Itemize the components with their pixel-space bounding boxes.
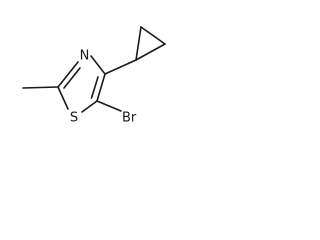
atom-bromine-label: Br: [122, 111, 137, 126]
bond-c4-c5-double: [90, 76, 99, 99]
atom-sulfur-label: S: [70, 111, 78, 126]
cyclopropyl-bond-1: [135, 26, 142, 61]
bond-c2-n3: [57, 61, 79, 88]
bond-c4-c5: [96, 73, 106, 102]
chemical-structure: N S Br: [22, 26, 166, 126]
bond-c5-s1: [81, 100, 98, 113]
bond-c2-n3-double: [63, 67, 81, 89]
bond-c4-cyclopropyl: [104, 59, 137, 75]
cyclopropyl-bond-3: [135, 43, 166, 61]
atom-nitrogen-label: N: [80, 49, 90, 64]
cyclopropyl-bond-2: [140, 26, 166, 45]
bond-c5-br: [96, 100, 122, 112]
bond-s1-c2: [57, 86, 69, 110]
bond-n3-c4: [90, 55, 106, 75]
bond-c2-methyl: [22, 86, 59, 89]
